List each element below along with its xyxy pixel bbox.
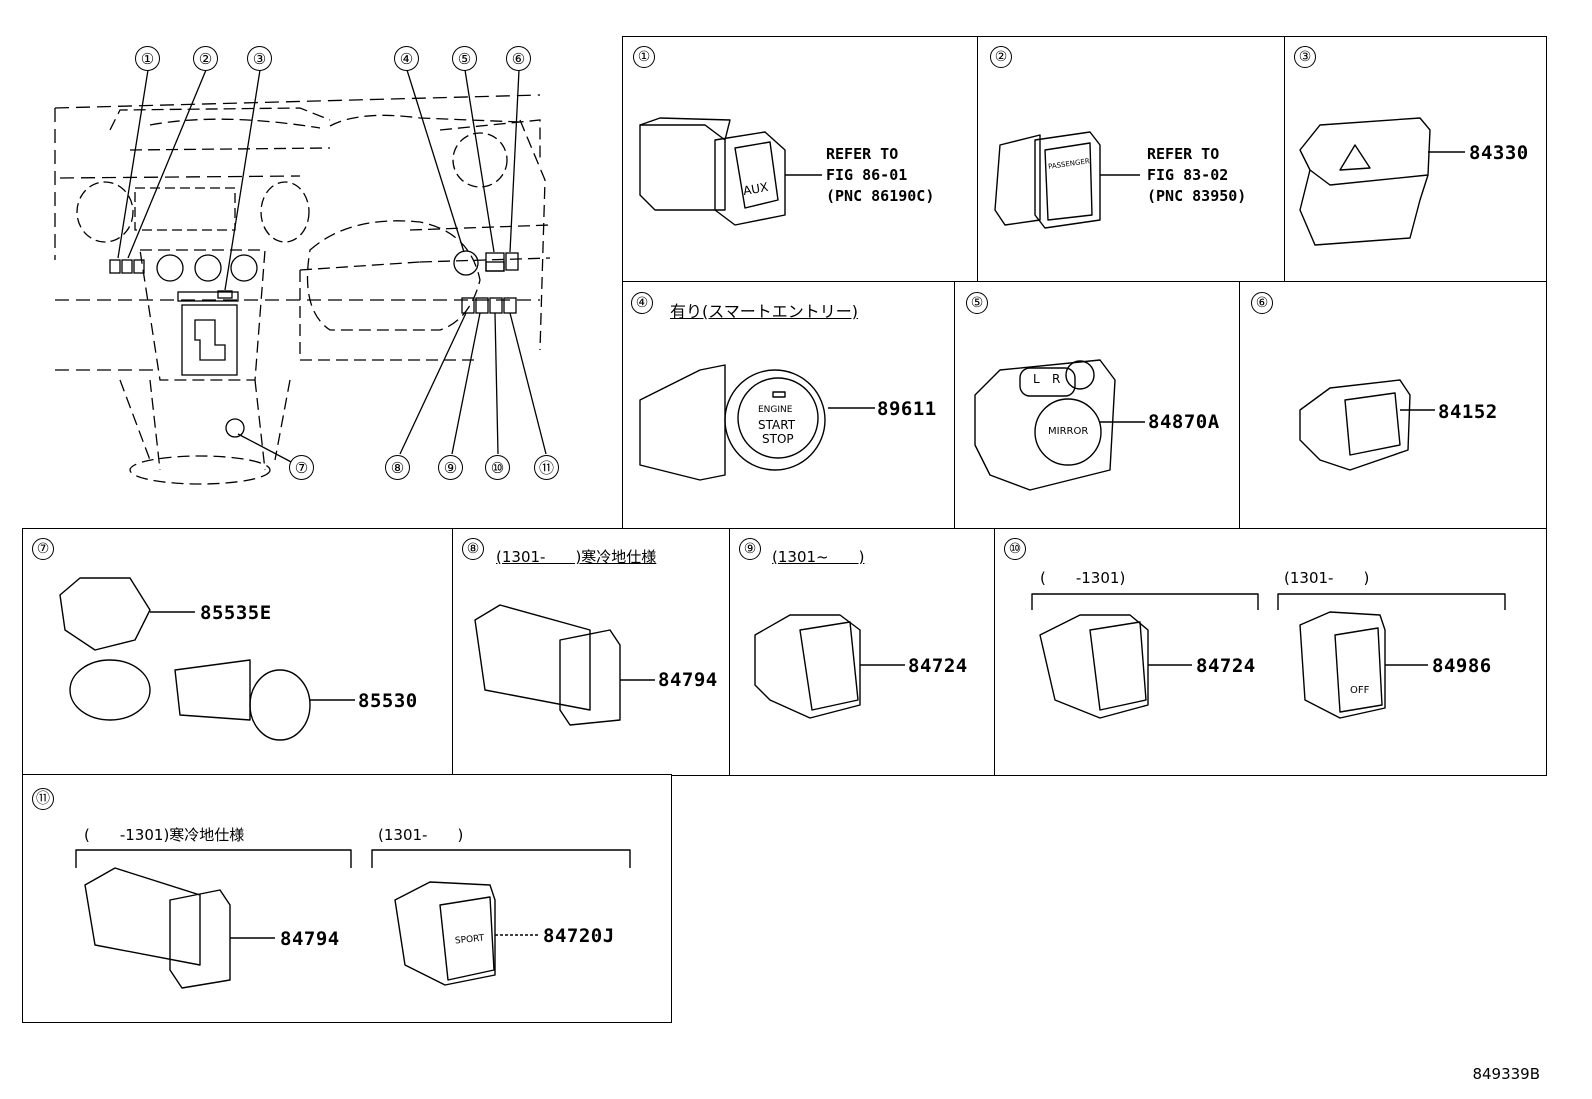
panel-4-number: ④ (631, 292, 653, 314)
panel-6-number: ⑥ (1251, 292, 1273, 314)
overview-callout-8[interactable]: ⑧ (385, 455, 410, 480)
mirror-l-label: L (1033, 372, 1040, 386)
panel-8-number: ⑧ (462, 538, 484, 560)
panel-1-reference-line-1: REFER TO (826, 145, 899, 163)
panel-9-number: ⑨ (739, 538, 761, 560)
figure-id: 849339B (1472, 1065, 1540, 1083)
overview-callout-5[interactable]: ⑤ (452, 46, 477, 71)
panel-11-note-right: (1301- ) (378, 826, 464, 844)
panel-7-number: ⑦ (32, 538, 54, 560)
panel-11-number: ⑪ (32, 788, 54, 810)
overview-callout-4[interactable]: ④ (394, 46, 419, 71)
panel-4-note: 有り(スマートエントリー) (670, 302, 859, 321)
part-number-84794-p11[interactable]: 84794 (280, 928, 340, 950)
part-number-84870a[interactable]: 84870A (1148, 411, 1220, 433)
panel-10-number: ⑩ (1004, 538, 1026, 560)
start-label: START (758, 418, 796, 432)
panel-1-number: ① (633, 46, 655, 68)
part-number-84794-p8[interactable]: 84794 (658, 669, 718, 691)
overview-callout-3[interactable]: ③ (247, 46, 272, 71)
overview-callout-7[interactable]: ⑦ (289, 455, 314, 480)
part-number-84152[interactable]: 84152 (1438, 401, 1498, 423)
panel-8 (452, 528, 731, 776)
panel-1 (622, 36, 979, 283)
part-number-84986[interactable]: 84986 (1432, 655, 1492, 677)
panel-2-reference-line-2: FIG 83-02 (1147, 166, 1229, 184)
panel-11 (22, 774, 672, 1023)
panel-2 (977, 36, 1286, 283)
part-number-84330[interactable]: 84330 (1469, 142, 1529, 164)
panel-5-number: ⑤ (966, 292, 988, 314)
part-number-84724-p10[interactable]: 84724 (1196, 655, 1256, 677)
panel-8-note: (1301- )寒冷地仕様 (496, 548, 657, 566)
part-number-84724-p9[interactable]: 84724 (908, 655, 968, 677)
overview-callout-11[interactable]: ⑪ (534, 455, 559, 480)
panel-2-reference-line-3: (PNC 83950) (1147, 187, 1247, 205)
panel-10-note-right: (1301- ) (1284, 569, 1370, 587)
panel-1-reference-line-3: (PNC 86190C) (826, 187, 935, 205)
engine-label: ENGINE (758, 405, 793, 415)
overview-callout-10[interactable]: ⑩ (485, 455, 510, 480)
panel-9 (729, 528, 996, 776)
part-number-85535e[interactable]: 85535E (200, 602, 272, 624)
panel-2-number: ② (990, 46, 1012, 68)
overview-callout-1[interactable]: ① (135, 46, 160, 71)
panel-1-reference-line-2: FIG 86-01 (826, 166, 908, 184)
panel-2-reference-line-1: REFER TO (1147, 145, 1220, 163)
panel-7 (22, 528, 454, 776)
off-button-label: OFF (1350, 685, 1370, 696)
panel-10-note-left: ( -1301) (1040, 569, 1126, 587)
mirror-label: MIRROR (1048, 426, 1089, 437)
panel-4 (622, 281, 956, 530)
panel-10 (994, 528, 1547, 776)
part-number-84720j[interactable]: 84720J (543, 925, 615, 947)
mirror-r-label: R (1052, 372, 1061, 386)
overview-callout-6[interactable]: ⑥ (506, 46, 531, 71)
part-number-89611[interactable]: 89611 (877, 398, 937, 420)
panel-3 (1284, 36, 1547, 283)
panel-11-note-left: ( -1301)寒冷地仕様 (84, 826, 245, 844)
overview-callout-2[interactable]: ② (193, 46, 218, 71)
stop-label: STOP (762, 432, 794, 446)
part-number-85530[interactable]: 85530 (358, 690, 418, 712)
overview-callout-9[interactable]: ⑨ (438, 455, 463, 480)
panel-9-note: (1301~ ) (772, 548, 865, 566)
panel-3-number: ③ (1294, 46, 1316, 68)
